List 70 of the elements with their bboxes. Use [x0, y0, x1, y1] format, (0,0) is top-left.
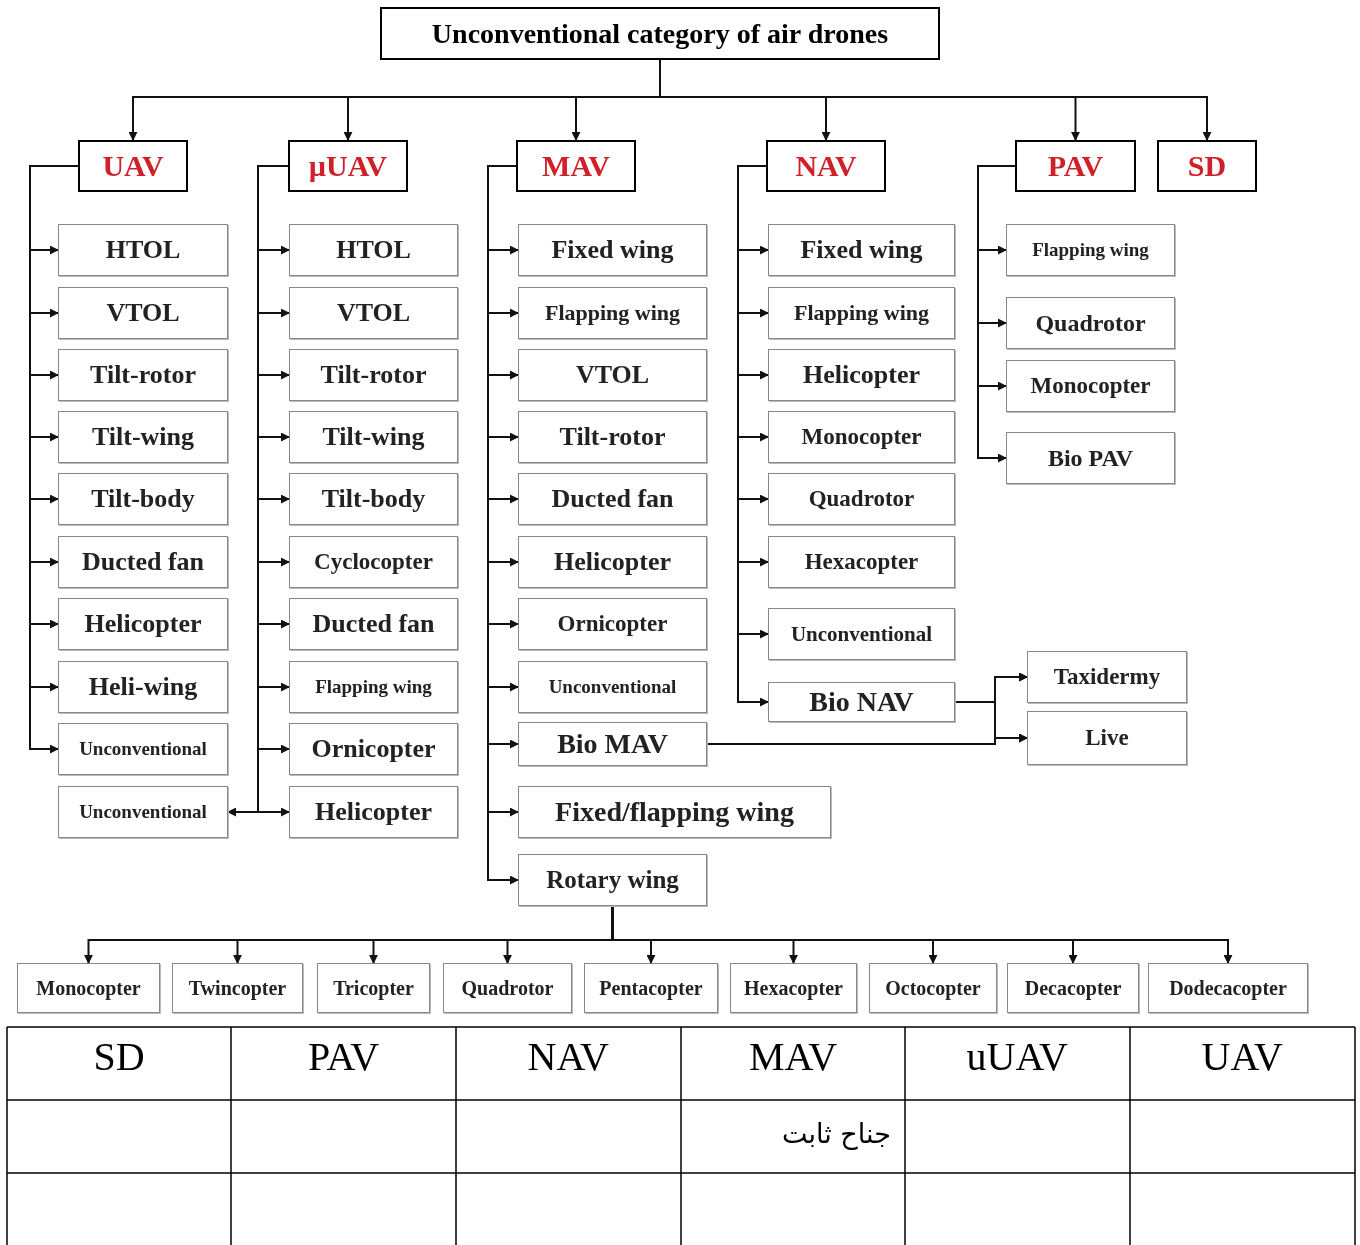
item-box: HTOL [289, 224, 458, 276]
column-heading: UAV [1201, 1037, 1283, 1077]
item-box: Fixed/flapping wing [518, 786, 831, 838]
item-box: Ducted fan [518, 473, 707, 525]
item-box: Ducted fan [289, 598, 458, 650]
item-box: Hexacopter [768, 536, 955, 588]
item-box: Ornicopter [518, 598, 707, 650]
item-box: Helicopter [289, 786, 458, 838]
item-box: Heli-wing [58, 661, 228, 713]
item-box: Ornicopter [289, 723, 458, 775]
item-box: Taxidermy [1027, 651, 1187, 703]
item-box: VTOL [58, 287, 228, 339]
item-box: VTOL [289, 287, 458, 339]
item-box: Tilt-wing [58, 411, 228, 463]
item-box: Tilt-wing [289, 411, 458, 463]
item-box: Hexacopter [730, 963, 857, 1013]
item-box: Live [1027, 711, 1187, 765]
item-box: Unconventional [58, 786, 228, 838]
item-box: Quadrotor [768, 473, 955, 525]
item-box: Helicopter [768, 349, 955, 401]
item-box: Monocopter [17, 963, 160, 1013]
category-box: SD [1157, 140, 1257, 192]
item-box: Decacopter [1007, 963, 1139, 1013]
item-box: VTOL [518, 349, 707, 401]
item-box: Monocopter [768, 411, 955, 463]
item-box: Flapping wing [518, 287, 707, 339]
column-heading: NAV [527, 1037, 609, 1077]
item-box: Flapping wing [289, 661, 458, 713]
category-box: MAV [516, 140, 636, 192]
item-box: Cyclocopter [289, 536, 458, 588]
item-box: Tilt-rotor [289, 349, 458, 401]
item-box: Unconventional [518, 661, 707, 713]
title-box: Unconventional category of air drones [380, 7, 940, 60]
column-heading: PAV [308, 1037, 380, 1077]
arrow [706, 733, 1028, 745]
column-heading: uUAV [966, 1037, 1068, 1077]
arrow [977, 165, 1016, 463]
item-box: Flapping wing [768, 287, 955, 339]
item-box: Bio MAV [518, 722, 707, 766]
category-box: NAV [766, 140, 886, 192]
item-box: Bio PAV [1006, 432, 1175, 484]
item-box: HTOL [58, 224, 228, 276]
item-box: Tilt-body [289, 473, 458, 525]
item-box: Quadrotor [1006, 297, 1175, 349]
item-box: Ducted fan [58, 536, 228, 588]
item-box: Dodecacopter [1148, 963, 1308, 1013]
category-box: PAV [1015, 140, 1136, 192]
item-box: Tilt-rotor [58, 349, 228, 401]
cell-text: جناح ثابت [782, 1118, 891, 1151]
item-box: Bio NAV [768, 682, 955, 722]
column-heading: SD [93, 1037, 145, 1077]
item-box: Quadrotor [443, 963, 572, 1013]
item-box: Helicopter [58, 598, 228, 650]
item-box: Unconventional [768, 608, 955, 660]
item-box: Tilt-body [58, 473, 228, 525]
item-box: Pentacopter [584, 963, 718, 1013]
category-box: UAV [78, 140, 188, 192]
item-box: Fixed wing [518, 224, 707, 276]
column-heading: MAV [749, 1037, 838, 1077]
item-box: Unconventional [58, 723, 228, 775]
item-box: Monocopter [1006, 360, 1175, 412]
item-box: Tricopter [317, 963, 430, 1013]
item-box: Fixed wing [768, 224, 955, 276]
item-box: Helicopter [518, 536, 707, 588]
category-box: µUAV [288, 140, 408, 192]
item-box: Rotary wing [518, 854, 707, 906]
item-box: Octocopter [869, 963, 997, 1013]
item-box: Tilt-rotor [518, 411, 707, 463]
item-box: Flapping wing [1006, 224, 1175, 276]
item-box: Twincopter [172, 963, 303, 1013]
